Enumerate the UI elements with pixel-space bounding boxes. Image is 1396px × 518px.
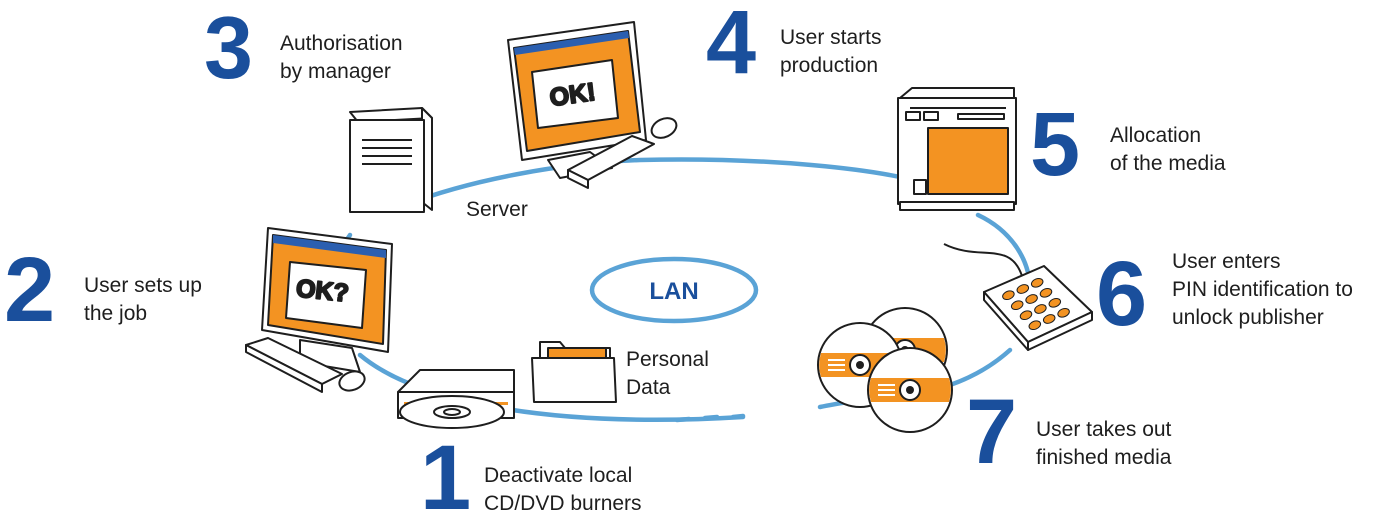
personal-data-line-2: Data: [626, 376, 671, 399]
keypad-key: [1019, 310, 1033, 321]
step-number-1: 1: [420, 427, 472, 518]
step-label-4-line-1: User starts: [780, 26, 882, 49]
keypad-key: [1039, 287, 1053, 298]
step-label-4-line-2: production: [780, 54, 879, 77]
step-label-2-line-1: User sets up: [84, 274, 202, 297]
mouse-icon: [338, 370, 366, 392]
disc-icon: [867, 347, 953, 433]
step-label-7-line-1: User takes out: [1036, 418, 1172, 441]
keypad-key: [1028, 320, 1042, 331]
step-label-6-line-2: PIN identification to: [1172, 278, 1353, 301]
keypad-key: [1016, 284, 1030, 294]
keypad-key: [1002, 290, 1015, 301]
monitor-icon: OK!: [507, 21, 647, 179]
step-label-7-line-2: finished media: [1036, 446, 1172, 469]
step-label-6: User enters PIN identification to unlock…: [1172, 248, 1353, 332]
lan-label: LAN: [649, 278, 698, 305]
step-label-5-line-2: of the media: [1110, 152, 1226, 175]
personal-data-line-1: Personal: [626, 348, 709, 371]
step-label-3: Authorisation by manager: [280, 30, 403, 86]
server-label: Server: [466, 198, 528, 221]
keypad-keys: [1002, 277, 1070, 331]
step-label-2: User sets up the job: [84, 272, 202, 328]
cd-dvd-drive-icon: [397, 369, 515, 429]
keypad-cable: [943, 243, 1023, 277]
screen-text-ok-question: OK?: [295, 274, 350, 307]
step-number-3: 3: [204, 0, 253, 97]
step-number-7: 7: [966, 381, 1018, 483]
step-label-1-line-1: Deactivate local: [484, 464, 633, 487]
step-label-3-line-2: by manager: [280, 60, 391, 83]
keypad-key: [1030, 277, 1044, 288]
step-number-6: 6: [1096, 243, 1148, 345]
mouse-icon: [650, 117, 678, 139]
personal-data-label: Personal Data: [626, 346, 709, 402]
keypad-key: [1048, 297, 1062, 308]
server-icon: [349, 107, 433, 213]
step-label-4: User starts production: [780, 24, 882, 80]
step-label-5-line-1: Allocation: [1110, 124, 1202, 147]
step-label-5: Allocation of the media: [1110, 122, 1226, 178]
keyboard-icon: [245, 337, 343, 393]
step-number-4: 4: [706, 0, 757, 93]
pin-keypad-icon: [983, 265, 1093, 351]
keypad-key: [1042, 314, 1056, 324]
step-label-1: Deactivate local CD/DVD burners: [484, 462, 642, 518]
step-number-2: 2: [4, 239, 56, 341]
step-label-1-line-2: CD/DVD burners: [484, 492, 642, 515]
step-label-6-line-1: User enters: [1172, 250, 1281, 273]
step-label-3-line-1: Authorisation: [280, 32, 403, 55]
keypad-key: [1034, 304, 1047, 314]
keyboard-icon: [567, 135, 655, 189]
network-ring-dashes: [674, 413, 746, 423]
folder-icon: [531, 341, 617, 403]
step-label-7: User takes out finished media: [1036, 416, 1171, 472]
lan-badge: LAN: [589, 256, 759, 324]
disc-publisher-icon: [897, 87, 1017, 211]
step-number-5: 5: [1030, 95, 1081, 195]
step-label-2-line-2: the job: [84, 302, 148, 325]
step-label-6-line-3: unlock publisher: [1172, 306, 1324, 329]
keypad-key: [1025, 294, 1038, 304]
keypad-key: [1010, 300, 1024, 311]
keypad-key: [1057, 307, 1070, 318]
